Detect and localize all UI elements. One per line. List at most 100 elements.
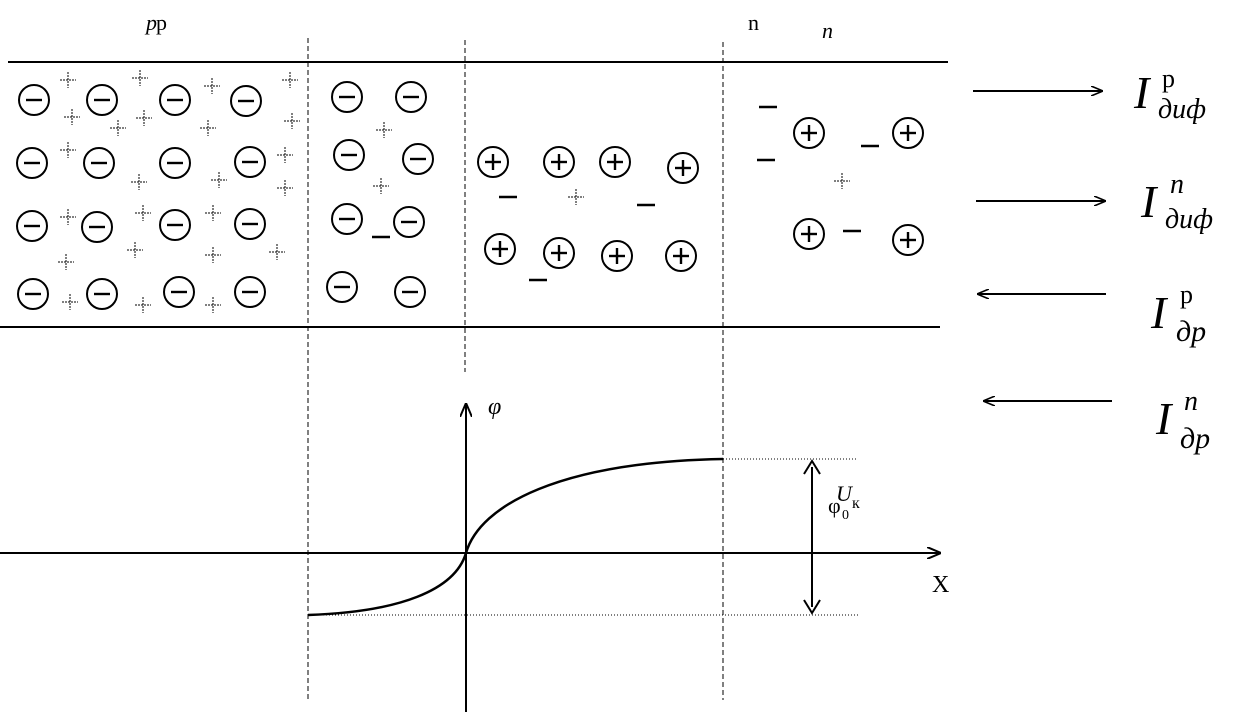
barrier-arrow-top-head: [803, 459, 821, 475]
acceptor-ion-icon: [394, 276, 426, 308]
hole-icon: [127, 242, 143, 258]
svg-text:φ: φ: [828, 493, 841, 518]
svg-text:I: I: [1150, 287, 1169, 338]
potential-graph: φ X φ 0 U к: [0, 394, 949, 712]
acceptor-ion-icon: [331, 81, 363, 113]
svg-text:n: n: [1184, 386, 1198, 417]
donor-ion-icon: [892, 224, 924, 256]
hole-icon: [205, 205, 221, 221]
donor-ion-icon: [892, 117, 924, 149]
x-axis-label: X: [932, 572, 949, 598]
region-dividers: [307, 38, 724, 700]
hole-icon: [269, 244, 285, 260]
hole-icon: [211, 172, 227, 188]
hole-icon: [205, 247, 221, 263]
acceptor-ion-icon: [81, 211, 113, 243]
phi-axis-label: φ: [488, 394, 501, 420]
hole-icon: [131, 174, 147, 190]
acceptor-ion-icon: [234, 276, 266, 308]
hole-icon: [277, 147, 293, 163]
acceptor-ion-icon: [230, 85, 262, 117]
p-region-label: p: [156, 10, 167, 35]
svg-text:I: I: [1133, 67, 1152, 118]
hole-icon: [60, 142, 76, 158]
donor-ion-icon: [665, 240, 697, 272]
acceptor-ion-icon: [86, 278, 118, 310]
hole-icon: [205, 297, 221, 313]
hole-icon: [132, 70, 148, 86]
p-region-label-italic: p: [144, 10, 157, 35]
donor-ion-icon: [484, 233, 516, 265]
donor-ion-icon: [477, 146, 509, 178]
acceptor-ion-icon: [18, 84, 50, 116]
svg-text:к: к: [852, 495, 860, 512]
svg-text:I: I: [1140, 176, 1159, 227]
diffusion-current-p-label: I p диф: [1133, 64, 1206, 125]
hole-icon: [376, 122, 392, 138]
n-region-label-italic: n: [822, 18, 833, 43]
hole-icon: [568, 189, 584, 205]
current-labels: I p диф I n диф I p др I n др: [1133, 64, 1213, 455]
hole-icon: [60, 209, 76, 225]
svg-text:p: p: [1162, 64, 1175, 93]
acceptor-ion-icon: [16, 147, 48, 179]
svg-text:I: I: [1155, 393, 1174, 444]
acceptor-ion-icon: [402, 143, 434, 175]
acceptor-ion-icon: [234, 208, 266, 240]
svg-text:диф: диф: [1165, 204, 1213, 235]
acceptor-ion-icon: [234, 146, 266, 178]
donor-ion-icon: [599, 146, 631, 178]
barrier-height-label: φ 0 U к: [828, 481, 860, 523]
hole-icon: [136, 110, 152, 126]
drift-current-p-label: I p др: [1150, 280, 1206, 348]
current-arrows: [973, 91, 1112, 401]
hole-icon: [200, 120, 216, 136]
acceptor-ion-icon: [395, 81, 427, 113]
hole-icon: [64, 109, 80, 125]
potential-curve: [307, 457, 724, 617]
acceptor-ion-icon: [86, 84, 118, 116]
acceptor-ion-icon: [333, 139, 365, 171]
hole-icon: [110, 120, 126, 136]
svg-text:др: др: [1176, 315, 1206, 348]
hole-icon: [373, 178, 389, 194]
hole-icon: [282, 72, 298, 88]
hole-icon: [60, 72, 76, 88]
donor-ion-icon: [543, 237, 575, 269]
n-region-label: n: [748, 10, 759, 35]
svg-text:др: др: [1180, 422, 1210, 455]
acceptor-ion-icon: [159, 147, 191, 179]
hole-icon: [834, 173, 850, 189]
hole-icon: [204, 78, 220, 94]
svg-text:U: U: [836, 481, 854, 506]
donor-ion-icon: [667, 152, 699, 184]
region-labels: p p n n: [144, 10, 833, 43]
acceptor-ion-icon: [159, 84, 191, 116]
svg-text:n: n: [1170, 169, 1184, 200]
hole-icon: [62, 294, 78, 310]
donor-ion-icon: [793, 218, 825, 250]
acceptor-ion-icon: [393, 206, 425, 238]
barrier-arrow-bottom-head: [803, 599, 821, 615]
hole-icon: [277, 180, 293, 196]
acceptor-ion-icon: [17, 278, 49, 310]
hole-icon: [135, 205, 151, 221]
hole-icon: [135, 297, 151, 313]
acceptor-ion-icon: [331, 203, 363, 235]
hole-icon: [284, 113, 300, 129]
donor-ion-icon: [601, 240, 633, 272]
svg-text:p: p: [1180, 280, 1193, 309]
charge-carriers: [16, 70, 924, 313]
donor-ion-icon: [793, 117, 825, 149]
svg-text:диф: диф: [1158, 94, 1206, 125]
hole-icon: [58, 254, 74, 270]
donor-ion-icon: [543, 146, 575, 178]
acceptor-ion-icon: [159, 209, 191, 241]
drift-current-n-label: I n др: [1155, 386, 1210, 455]
svg-text:0: 0: [842, 508, 849, 523]
acceptor-ion-icon: [326, 271, 358, 303]
acceptor-ion-icon: [16, 210, 48, 242]
acceptor-ion-icon: [163, 276, 195, 308]
diffusion-current-n-label: I n диф: [1140, 169, 1213, 235]
